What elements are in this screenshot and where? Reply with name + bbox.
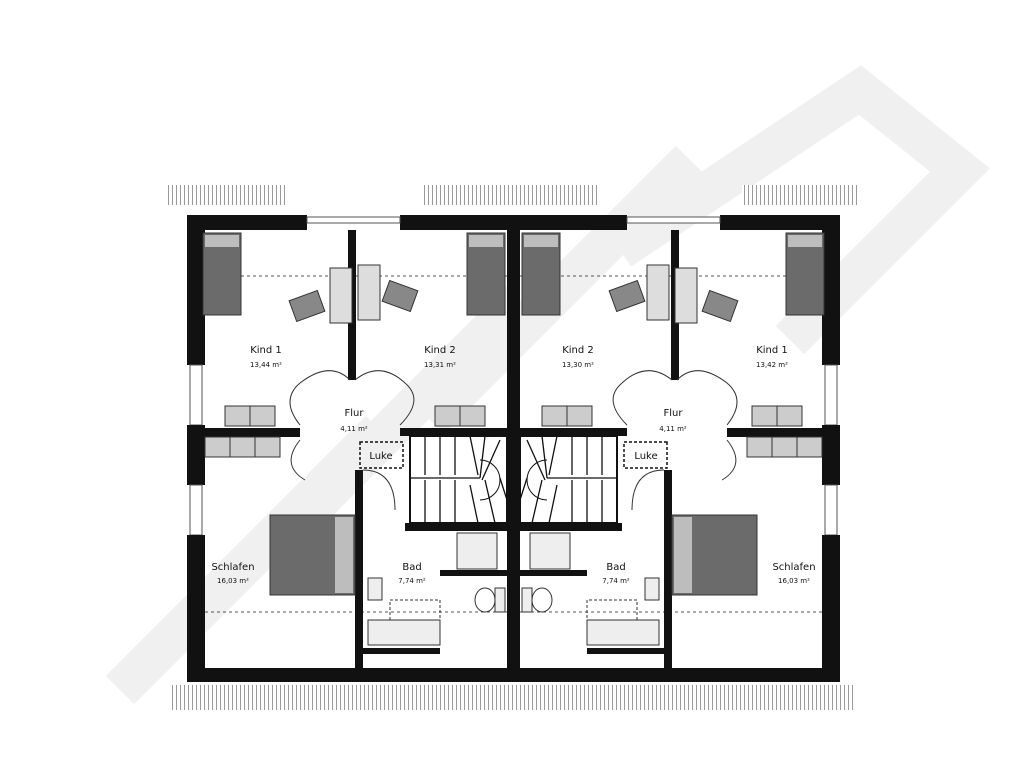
watermark-logo (105, 65, 990, 705)
room-label-schlafen-right: Schlafen (772, 562, 815, 573)
room-label-bad: Bad (402, 562, 421, 573)
room-area-schlafen-right: 16,03 m² (778, 577, 810, 585)
room-area-kind2-right: 13,30 m² (562, 361, 594, 369)
room-label-kind1-right: Kind 1 (756, 345, 788, 356)
room-label-flur-right: Flur (664, 408, 684, 419)
room-area-kind1-right: 13,42 m² (756, 361, 788, 369)
room-label-kind2: Kind 2 (424, 345, 456, 356)
room-label-flur: Flur (345, 408, 365, 419)
room-label-kind1: Kind 1 (250, 345, 282, 356)
roof-hatching (168, 185, 287, 205)
room-area-kind1: 13,44 m² (250, 361, 282, 369)
room-area-schlafen: 16,03 m² (217, 577, 249, 585)
party-wall (507, 215, 520, 682)
roof-hatching (423, 185, 600, 205)
room-area-kind2: 13,31 m² (424, 361, 456, 369)
room-area-bad-right: 7,74 m² (602, 577, 630, 585)
hatch-label-luke: Luke (369, 451, 392, 462)
room-label-kind2-right: Kind 2 (562, 345, 594, 356)
room-area-flur: 4,11 m² (340, 425, 368, 433)
room-label-bad-right: Bad (606, 562, 625, 573)
hatch-label-luke-right: Luke (634, 451, 657, 462)
room-label-schlafen: Schlafen (211, 562, 254, 573)
room-area-flur-right: 4,11 m² (659, 425, 687, 433)
roof-hatching (742, 185, 858, 205)
roof-hatching (170, 685, 855, 710)
room-area-bad: 7,74 m² (398, 577, 426, 585)
